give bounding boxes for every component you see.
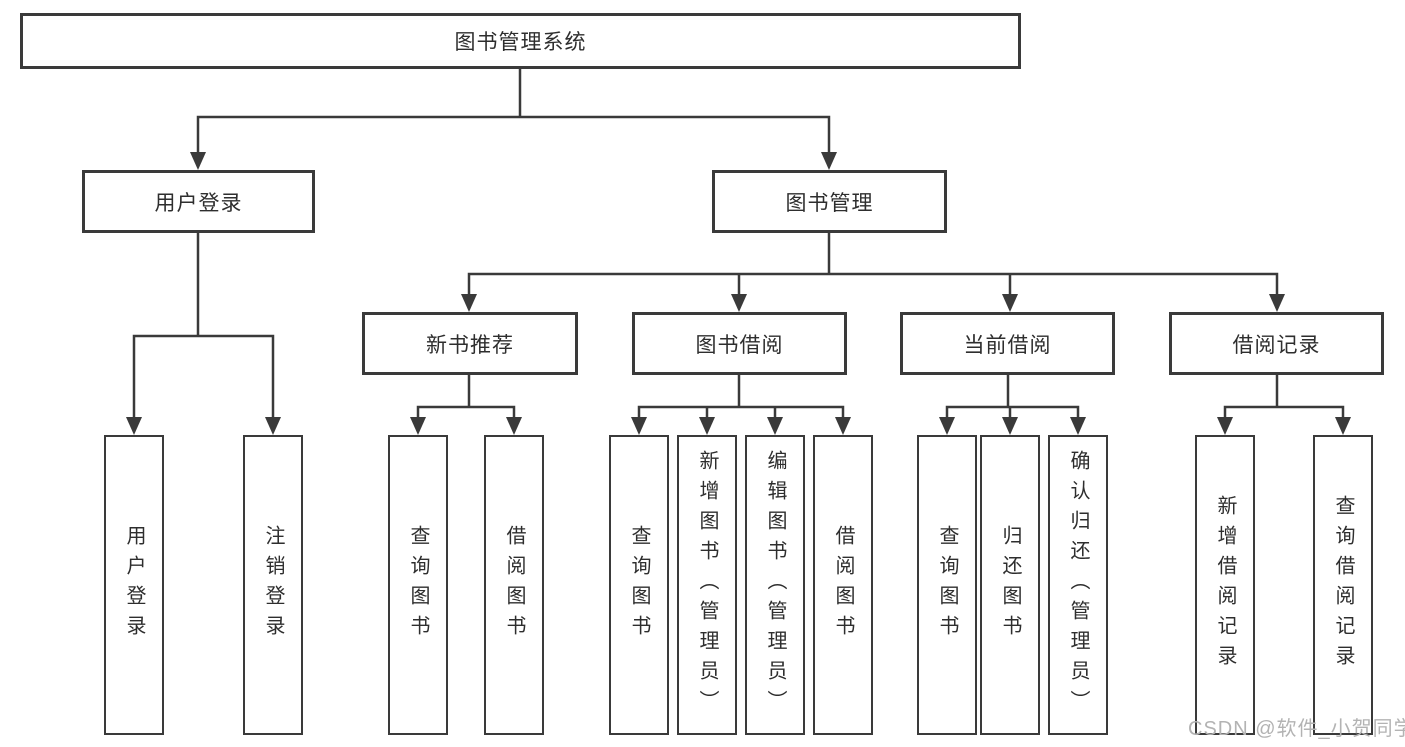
leaf-borrowing-query-books: 查询图书: [609, 435, 669, 735]
node-borrow-records: 借阅记录: [1169, 312, 1384, 375]
leaf-add-books-admin: 新增图书（管理员）: [677, 435, 737, 735]
leaf-confirm-return-admin: 确认归还（管理员）: [1048, 435, 1108, 735]
leaf-current-query-books: 查询图书: [917, 435, 977, 735]
leaf-user-login: 用户登录: [104, 435, 164, 735]
node-new-book-recommend: 新书推荐: [362, 312, 578, 375]
leaf-add-borrow-record: 新增借阅记录: [1195, 435, 1255, 735]
leaf-edit-books-admin: 编辑图书（管理员）: [745, 435, 805, 735]
csdn-watermark: CSDN @软件_小贺同学: [1188, 718, 1405, 740]
leaf-recommend-query-books: 查询图书: [388, 435, 448, 735]
leaf-return-books: 归还图书: [980, 435, 1040, 735]
node-current-borrowing: 当前借阅: [900, 312, 1115, 375]
node-user-login: 用户登录: [82, 170, 315, 233]
node-book-borrowing: 图书借阅: [632, 312, 847, 375]
leaf-query-borrow-record: 查询借阅记录: [1313, 435, 1373, 735]
node-system-root: 图书管理系统: [20, 13, 1021, 69]
leaf-borrowing-borrow-books: 借阅图书: [813, 435, 873, 735]
leaf-recommend-borrow-books: 借阅图书: [484, 435, 544, 735]
leaf-logout: 注销登录: [243, 435, 303, 735]
node-book-management: 图书管理: [712, 170, 947, 233]
